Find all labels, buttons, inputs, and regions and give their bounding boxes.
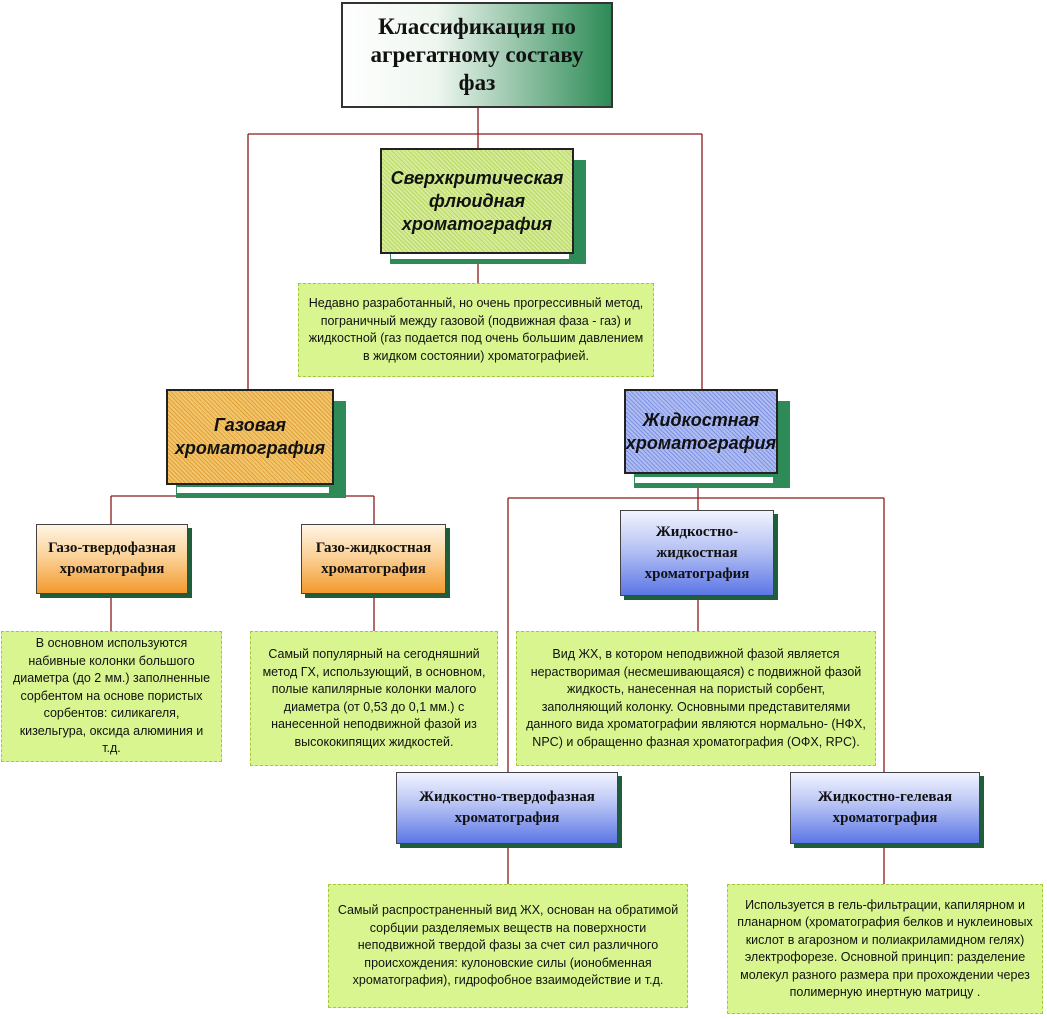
- gas-liquid-label: Газо-жидкостная хроматография: [315, 540, 432, 577]
- classification-title: Классификация по агрегатному составу фаз: [341, 2, 613, 108]
- gas-shadow-inner: [176, 486, 330, 494]
- gas-liquid-note-text: Самый популярный на сегодняшний метод ГХ…: [262, 647, 486, 749]
- liquid-solid-note: Самый распространенный вид ЖХ, основан н…: [328, 884, 688, 1008]
- supercritical-fluid-label: Сверхкритическая флюидная хроматография: [390, 167, 564, 234]
- supercritical-note: Недавно разработанный, но очень прогресс…: [298, 283, 654, 377]
- supercritical-fluid-node: Сверхкритическая флюидная хроматография: [380, 148, 574, 254]
- gas-solid-note-text: В основном используются набивные колонки…: [12, 636, 211, 756]
- gas-chromatography-node: Газовая хроматография: [166, 389, 334, 485]
- gas-solid-label: Газо-твердофазная хроматография: [48, 540, 176, 577]
- liquid-liquid-node: Жидкостно-жидкостная хроматография: [620, 510, 774, 596]
- liquid-gel-note: Используется в гель-фильтрации, капилярн…: [727, 884, 1043, 1014]
- liquid-gel-node: Жидкостно-гелевая хроматография: [790, 772, 980, 844]
- classification-title-text: Классификация по агрегатному составу фаз: [370, 14, 584, 95]
- liquid-chromatography-label: Жидкостная хроматография: [625, 409, 777, 453]
- liquid-gel-label: Жидкостно-гелевая хроматография: [817, 789, 953, 826]
- gas-solid-note: В основном используются набивные колонки…: [1, 631, 222, 762]
- gas-liquid-note: Самый популярный на сегодняшний метод ГХ…: [250, 631, 498, 766]
- liquid-liquid-note: Вид ЖХ, в котором неподвижной фазой явля…: [516, 631, 876, 766]
- liquid-solid-node: Жидкостно-твердофазная хроматография: [396, 772, 618, 844]
- liquid-shadow-inner: [634, 476, 774, 484]
- liquid-chromatography-node: Жидкостная хроматография: [624, 389, 778, 474]
- liquid-solid-note-text: Самый распространенный вид ЖХ, основан н…: [337, 903, 679, 988]
- liquid-liquid-note-text: Вид ЖХ, в котором неподвижной фазой явля…: [526, 647, 866, 749]
- gas-liquid-node: Газо-жидкостная хроматография: [301, 524, 446, 594]
- liquid-solid-label: Жидкостно-твердофазная хроматография: [419, 789, 595, 826]
- liquid-gel-note-text: Используется в гель-фильтрации, капилярн…: [737, 897, 1033, 1000]
- gas-solid-node: Газо-твердофазная хроматография: [36, 524, 188, 594]
- gas-chromatography-label: Газовая хроматография: [174, 415, 326, 458]
- liquid-liquid-label: Жидкостно-жидкостная хроматография: [644, 523, 750, 582]
- supercritical-note-text: Недавно разработанный, но очень прогресс…: [308, 296, 644, 363]
